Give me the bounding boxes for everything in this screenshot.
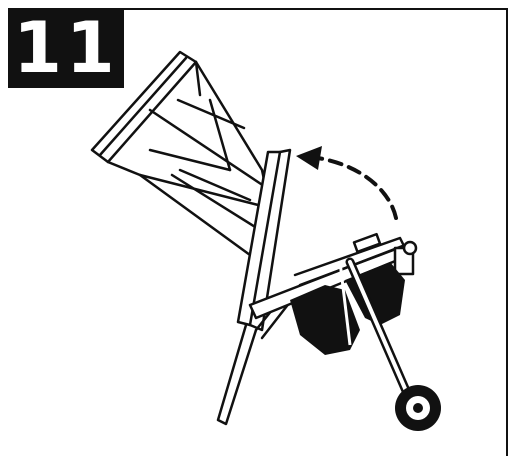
illustration-frame — [8, 8, 508, 456]
stand-legs — [216, 298, 292, 426]
housing-panel — [236, 148, 292, 332]
step-number-badge: 11 — [8, 8, 124, 88]
wheel-assembly — [345, 257, 441, 431]
step-number: 11 — [13, 7, 119, 89]
curved-dashed-arrow-icon — [296, 146, 398, 220]
hopper — [90, 50, 272, 257]
